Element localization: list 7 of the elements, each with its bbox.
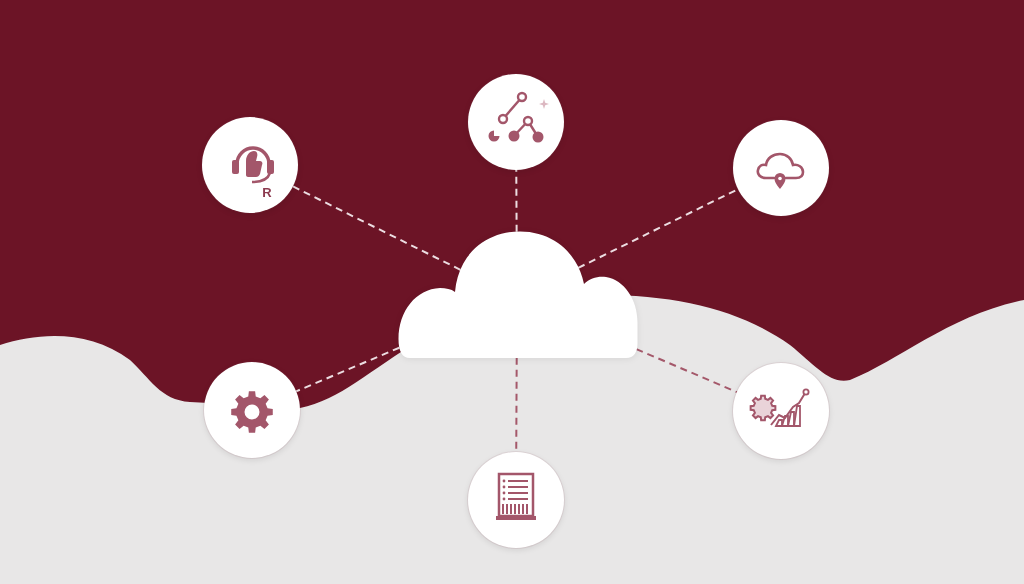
dashed-connector — [295, 346, 401, 393]
dashed-connector — [291, 185, 462, 271]
icon-letter: R — [261, 185, 273, 201]
dashed-connector — [515, 169, 518, 233]
cloud-shape — [398, 231, 638, 358]
dashed-connector — [577, 188, 739, 269]
dashed-connector — [635, 348, 738, 394]
